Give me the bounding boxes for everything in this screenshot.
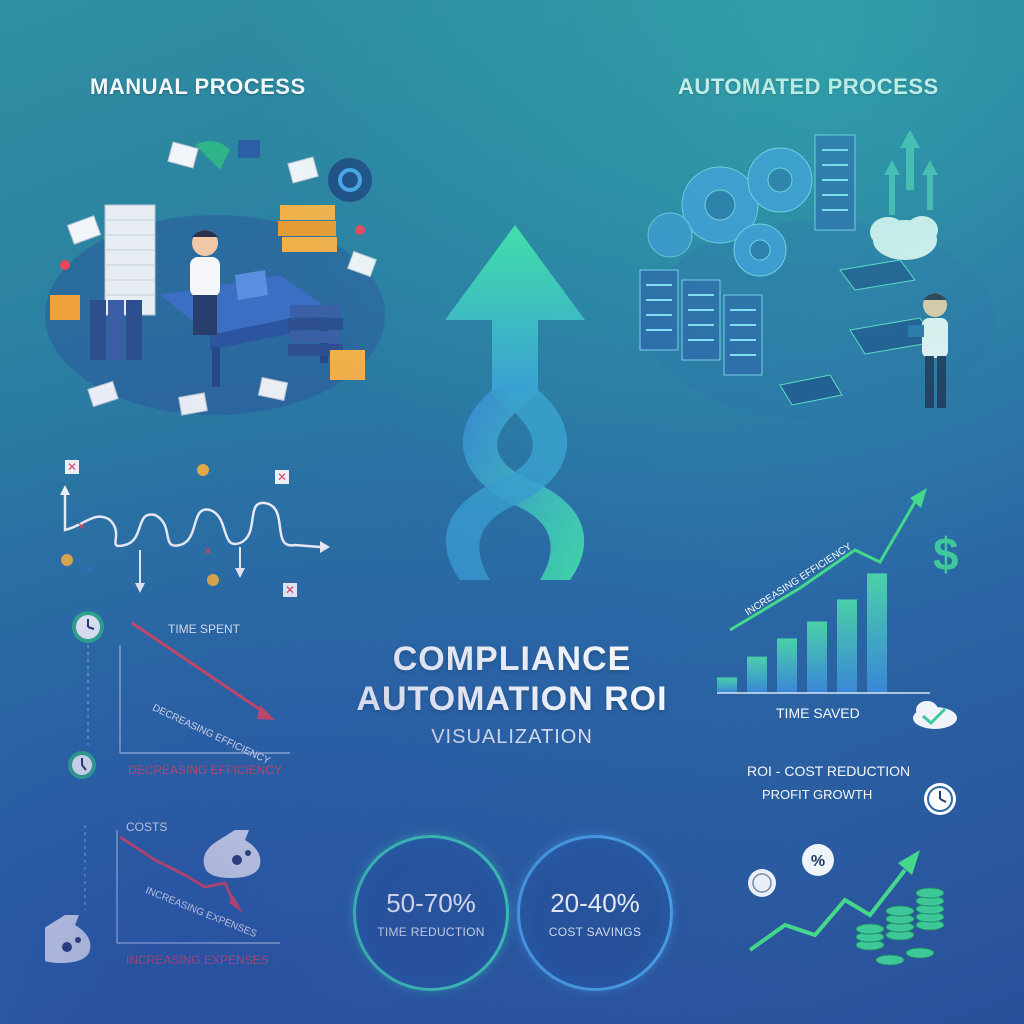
cost-savings-metric: 20-40% COST SAVINGS bbox=[517, 835, 673, 991]
costs-label: COSTS bbox=[126, 820, 168, 834]
coin-icon bbox=[61, 464, 219, 586]
costs-chart: INCREASING EXPENSES bbox=[45, 825, 280, 963]
folder-stack-icon bbox=[278, 205, 365, 380]
clock-icon bbox=[72, 611, 104, 643]
cost-savings-label: COST SAVINGS bbox=[548, 924, 642, 939]
gears-icon bbox=[647, 147, 813, 277]
svg-text:✕: ✕ bbox=[67, 460, 77, 474]
increasing-expenses-label: INCREASING EXPENSES bbox=[126, 953, 269, 967]
increasing-expenses-diagonal-label: INCREASING EXPENSES bbox=[144, 885, 259, 940]
svg-text:✕: ✕ bbox=[285, 583, 295, 597]
title-line-2: AUTOMATION ROI bbox=[356, 680, 668, 718]
flying-papers-icon bbox=[66, 141, 377, 416]
tangled-workflow-illustration: ✕ ✕ ✕ ✕ ✕ ✕ bbox=[60, 460, 330, 597]
manual-office-illustration bbox=[45, 140, 385, 416]
efficiency-bar bbox=[837, 599, 857, 693]
time-reduction-label: TIME REDUCTION bbox=[377, 924, 485, 939]
cloud-icon bbox=[870, 216, 938, 260]
svg-text:✕: ✕ bbox=[77, 521, 86, 533]
efficiency-bar bbox=[717, 677, 737, 693]
up-arrow-icon bbox=[445, 225, 585, 395]
money-bag-icon bbox=[203, 830, 261, 878]
manual-process-heading: MANUAL PROCESS bbox=[90, 74, 306, 99]
svg-text:✕: ✕ bbox=[203, 546, 212, 558]
dollar-sign-icon: $ bbox=[933, 528, 959, 580]
time-reduction-metric: 50-70% TIME REDUCTION bbox=[353, 835, 509, 991]
error-x-icon: ✕ bbox=[65, 460, 79, 474]
binders-icon bbox=[50, 295, 142, 360]
confident-worker-icon bbox=[908, 293, 948, 408]
svg-text:✕: ✕ bbox=[85, 564, 94, 576]
central-growth-arrow bbox=[445, 225, 585, 580]
stressed-worker-icon bbox=[190, 230, 220, 335]
svg-text:✕: ✕ bbox=[277, 470, 287, 484]
increasing-efficiency-chart: INCREASING EFFICIENCY $ bbox=[717, 488, 959, 729]
efficiency-bar bbox=[807, 621, 827, 693]
money-bag-icon bbox=[45, 915, 91, 963]
clock-icon bbox=[68, 751, 96, 779]
efficiency-bar bbox=[747, 656, 767, 693]
server-racks-icon bbox=[639, 134, 856, 376]
title-subtitle: VISUALIZATION bbox=[431, 726, 593, 748]
roi-cost-reduction-label: ROI - COST REDUCTION bbox=[747, 763, 911, 779]
efficiency-bar bbox=[867, 573, 887, 693]
cloud-check-icon bbox=[913, 701, 957, 729]
title-line-1: COMPLIANCE bbox=[392, 640, 632, 678]
paper-stack-icon bbox=[104, 204, 156, 316]
roi-growth-illustration: % bbox=[748, 783, 956, 966]
automated-datacenter-illustration bbox=[639, 130, 995, 420]
percent-badge-icon: % bbox=[802, 844, 834, 876]
coin-stacks-icon bbox=[855, 887, 945, 966]
time-saved-label: TIME SAVED bbox=[776, 705, 860, 721]
svg-text:%: % bbox=[811, 853, 825, 870]
automated-process-heading: AUTOMATED PROCESS bbox=[678, 74, 939, 99]
time-spent-label: TIME SPENT bbox=[168, 622, 241, 636]
growth-arrows-icon bbox=[884, 130, 938, 215]
cost-savings-value: 20-40% bbox=[550, 887, 640, 918]
decreasing-efficiency-label: DECREASING EFFICIENCY bbox=[128, 763, 283, 777]
time-spent-chart: DECREASING EFFICIENCY bbox=[68, 611, 290, 779]
profit-growth-label: PROFIT GROWTH bbox=[762, 787, 873, 802]
time-reduction-value: 50-70% bbox=[386, 887, 476, 918]
decreasing-efficiency-diagonal-label: DECREASING EFFICIENCY bbox=[151, 703, 272, 767]
stopwatch-icon bbox=[748, 869, 776, 897]
efficiency-bar bbox=[777, 638, 797, 693]
clock-icon bbox=[924, 783, 956, 815]
